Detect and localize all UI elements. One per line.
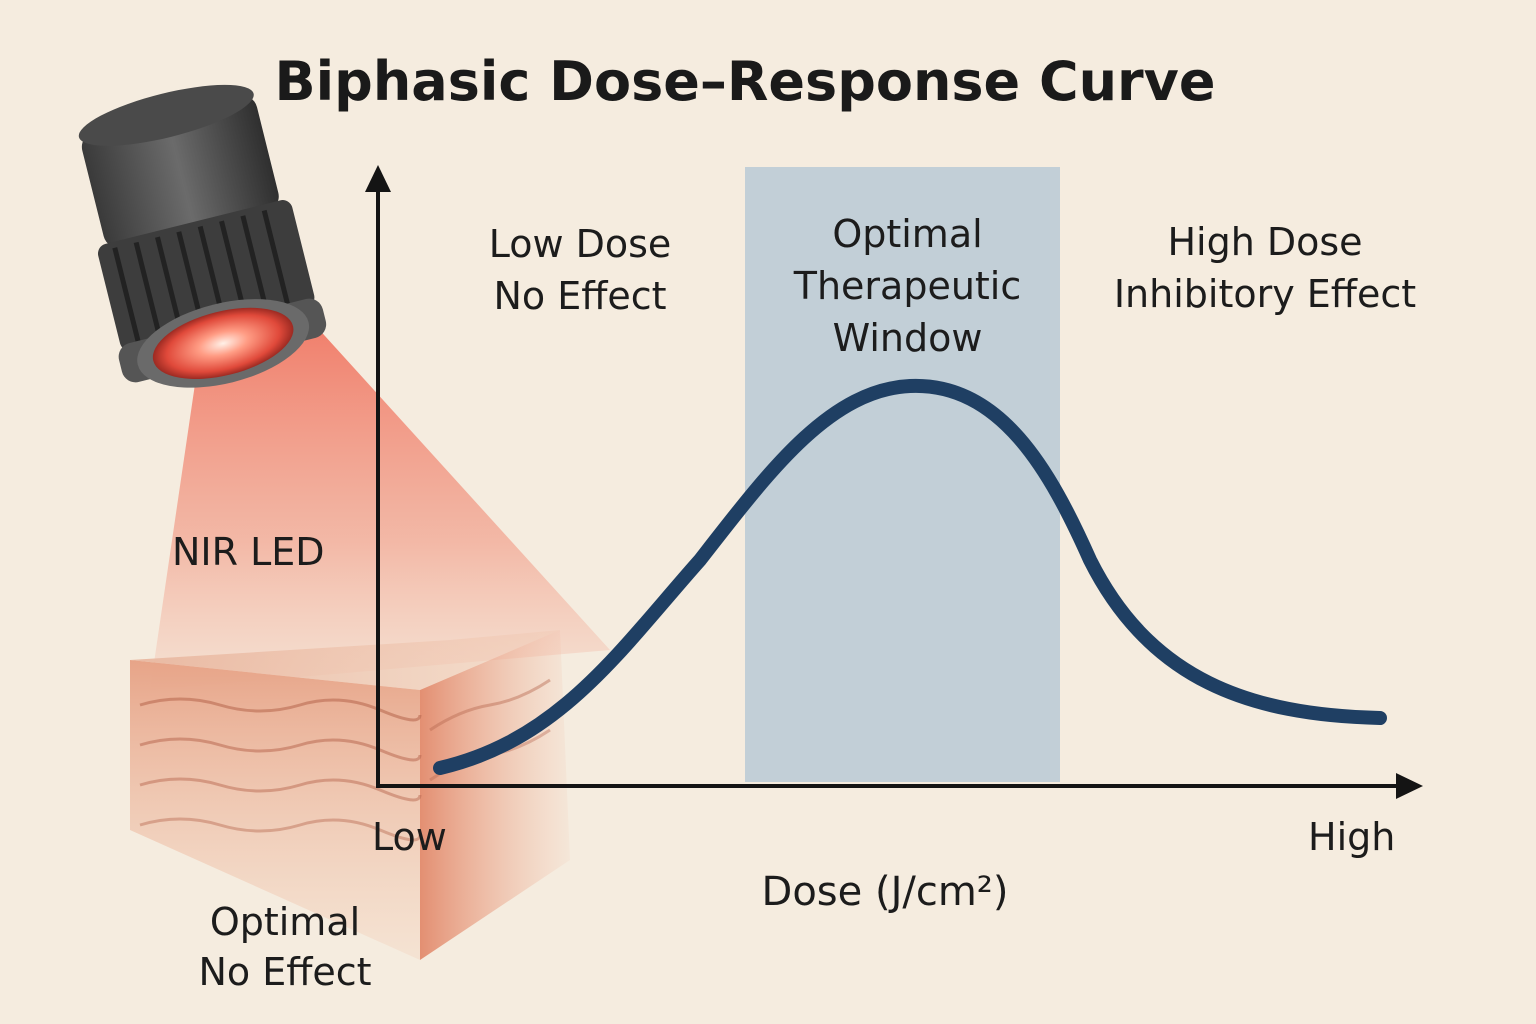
x-axis-title: Dose (J/cm²) <box>761 869 1009 915</box>
zone-low-line: Low Dose <box>488 222 672 266</box>
axes <box>365 165 1423 799</box>
x-axis-arrow <box>1396 773 1423 799</box>
skin-label-line: No Effect <box>198 950 372 994</box>
zone-optimal-line: Window <box>832 316 983 360</box>
zone-low-line: No Effect <box>493 274 667 318</box>
nir-led-lamp-icon <box>78 84 327 388</box>
x-axis-high-label: High <box>1308 815 1396 859</box>
zone-optimal-window-label: Optimal Therapeutic Window <box>745 208 1070 364</box>
zone-optimal-line: Therapeutic <box>793 264 1022 308</box>
zone-low-dose-label: Low Dose No Effect <box>430 218 730 322</box>
x-axis-low-label: Low <box>372 815 447 859</box>
skin-label-line: Optimal <box>209 900 361 944</box>
y-axis-arrow <box>365 165 391 192</box>
skin-label: Optimal No Effect <box>160 897 410 997</box>
nir-led-label: NIR LED <box>172 530 325 574</box>
diagram-title: Biphasic Dose–Response Curve <box>274 50 1216 113</box>
response-curve <box>433 378 1387 775</box>
optimal-window-band <box>745 167 1060 782</box>
zone-optimal-line: Optimal <box>832 212 983 256</box>
skin-tissue-block-icon <box>130 630 570 960</box>
led-lens <box>152 307 294 379</box>
zone-high-line: High Dose <box>1167 220 1363 264</box>
zone-high-dose-label: High Dose Inhibitory Effect <box>1080 216 1450 320</box>
zone-high-line: Inhibitory Effect <box>1113 272 1417 316</box>
